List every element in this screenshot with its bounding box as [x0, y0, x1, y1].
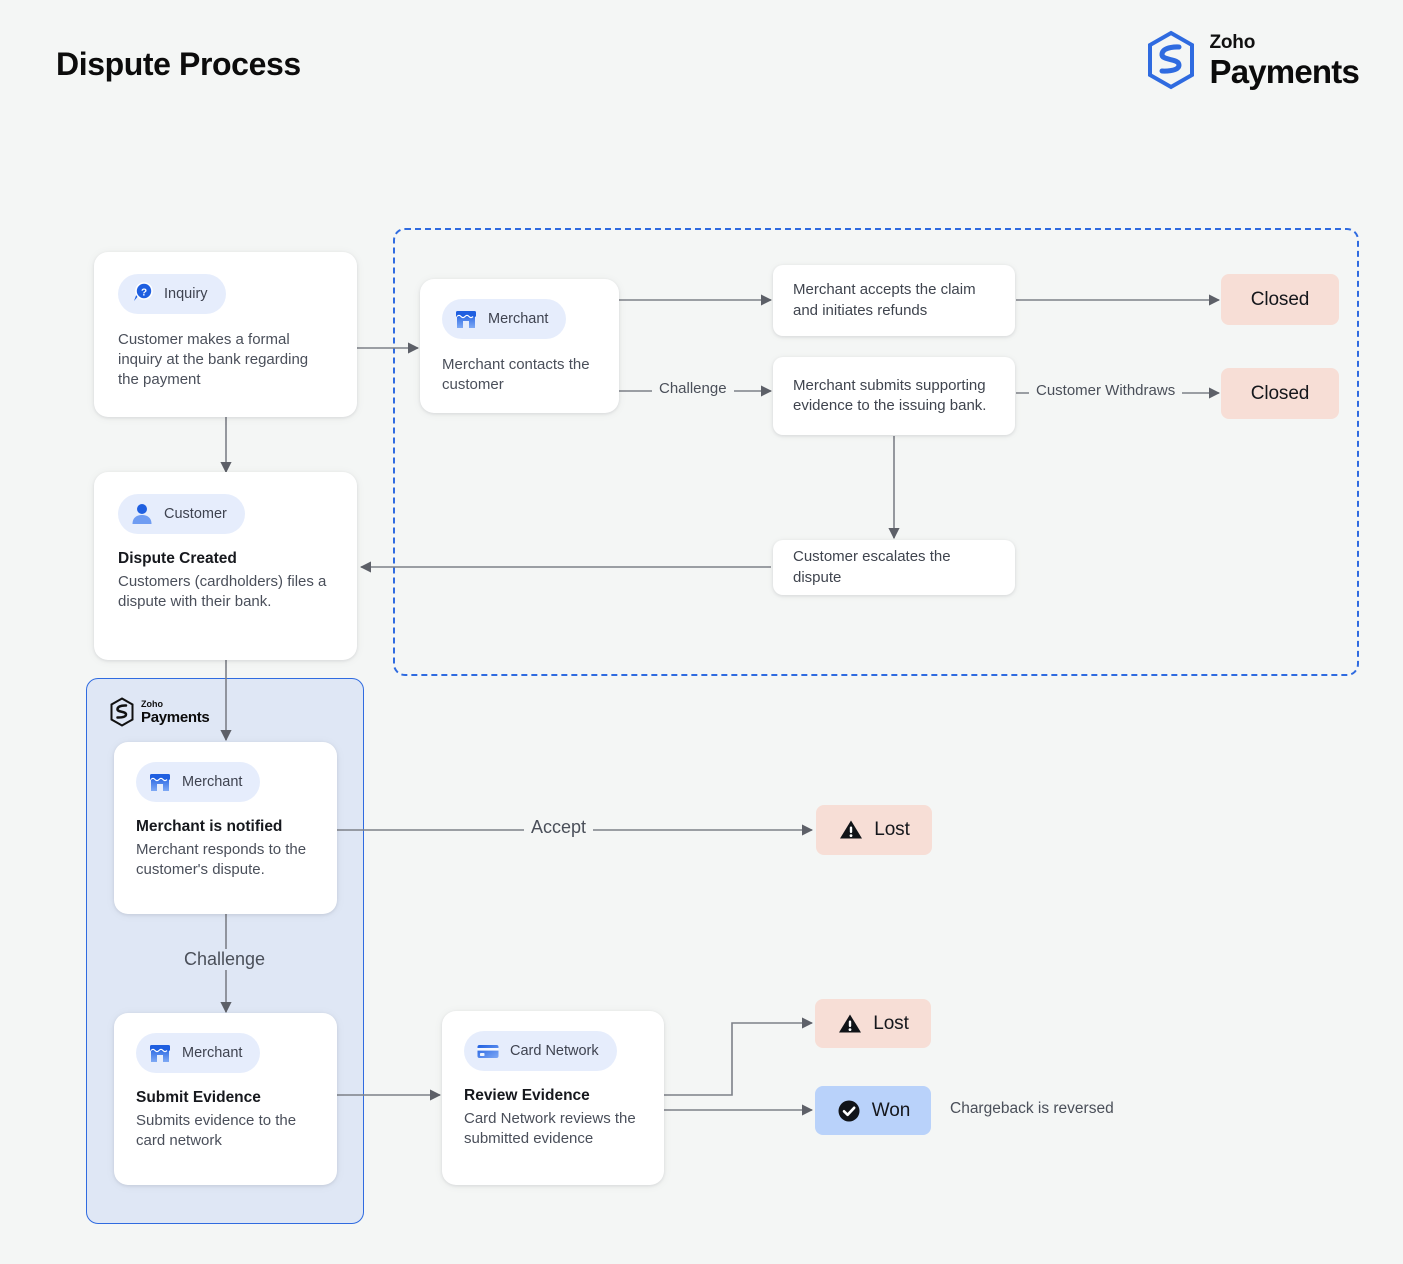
card-dispute-created-title: Dispute Created — [118, 550, 237, 567]
zoho-hexagon-icon-small — [110, 697, 134, 727]
warning-triangle-icon — [840, 820, 863, 839]
card-submit-evidence-desc: Submits evidence to the card network — [136, 1112, 297, 1149]
card-merchant-is-notified-title: Merchant is notified — [136, 818, 283, 835]
card-review-evidence-title: Review Evidence — [464, 1087, 590, 1104]
status-badge-lost-review[interactable]: Lost — [815, 999, 931, 1048]
card-merchant-contacts[interactable]: Merchant Merchant contacts the customer — [420, 279, 619, 413]
inquiry-magnifier-icon: ? — [134, 282, 153, 301]
chip-merchant-notified-label: Merchant — [182, 774, 243, 790]
card-customer-escalates[interactable]: Customer escalates the dispute — [773, 540, 1015, 595]
card-inquiry-desc: Customer makes a formal inquiry at the b… — [118, 331, 309, 388]
customer-person-icon — [132, 504, 152, 524]
card-dispute-created-desc: Customers (cardholders) files a dispute … — [118, 573, 327, 610]
merchant-store-icon — [150, 1045, 170, 1062]
status-badge-lost-accept[interactable]: Lost — [816, 805, 932, 855]
check-circle-icon — [838, 1100, 860, 1121]
card-submit-evidence[interactable]: Merchant Submit Evidence Submits evidenc… — [114, 1013, 337, 1185]
merchant-store-icon — [456, 311, 476, 328]
chip-merchant-contacts: Merchant — [442, 299, 567, 339]
card-review-evidence-desc: Card Network reviews the submitted evide… — [464, 1110, 636, 1147]
zoho-payments-region-logo: Zoho Payments — [109, 697, 210, 727]
chip-inquiry: ? Inquiry — [118, 274, 226, 314]
card-merchant-contacts-desc: Merchant contacts the customer — [442, 356, 590, 393]
card-merchant-accepts-claim[interactable]: Merchant accepts the claim and initiates… — [773, 265, 1015, 336]
chip-customer: Customer — [118, 494, 245, 534]
edge-label-challenge-top: Challenge — [652, 380, 734, 397]
svg-text:?: ? — [141, 288, 147, 299]
card-merchant-is-notified-desc: Merchant responds to the customer's disp… — [136, 841, 307, 878]
card-network-icon — [477, 1045, 499, 1058]
status-badge-closed-top-label: Closed — [1250, 288, 1310, 310]
brand-payments-text: Payments — [1209, 52, 1359, 90]
region-brand-payments-text: Payments — [141, 708, 210, 726]
edge-label-accept: Accept — [524, 817, 594, 838]
chip-merchant-submit-label: Merchant — [182, 1045, 243, 1061]
chip-card-network: Card Network — [464, 1031, 617, 1071]
merchant-store-icon — [150, 774, 170, 791]
brand-zoho-text: Zoho — [1209, 31, 1256, 53]
chip-inquiry-label: Inquiry — [164, 286, 208, 302]
chip-customer-label: Customer — [164, 506, 227, 522]
page-title: Dispute Process — [56, 46, 301, 82]
card-merchant-accepts-claim-text: Merchant accepts the claim and initiates… — [793, 281, 976, 319]
region-brand-zoho-text: Zoho — [141, 698, 163, 709]
card-inquiry[interactable]: ? Inquiry Customer makes a formal inquir… — [94, 252, 357, 417]
chip-card-network-label: Card Network — [510, 1043, 599, 1059]
status-badge-lost-accept-label: Lost — [874, 819, 910, 840]
edge-label-challenge-bottom: Challenge — [177, 949, 273, 970]
note-chargeback-reversed: Chargeback is reversed — [950, 1100, 1114, 1117]
card-merchant-submits-evidence-bank-text: Merchant submits supporting evidence to … — [793, 376, 987, 414]
chip-merchant-contacts-label: Merchant — [488, 311, 549, 327]
card-customer-escalates-text: Customer escalates the dispute — [793, 548, 951, 586]
status-badge-won-label: Won — [871, 1099, 911, 1121]
status-badge-won[interactable]: Won — [815, 1086, 931, 1135]
edge-label-customer-withdraws: Customer Withdraws — [1029, 382, 1183, 399]
bank-inquiry-region — [393, 228, 1359, 676]
card-merchant-submits-evidence-bank[interactable]: Merchant submits supporting evidence to … — [773, 357, 1015, 435]
status-badge-closed-bottom[interactable]: Closed — [1221, 368, 1339, 419]
zoho-payments-logo: Zoho Payments — [1145, 30, 1360, 90]
chip-merchant-notified: Merchant — [136, 762, 261, 802]
card-merchant-is-notified[interactable]: Merchant Merchant is notified Merchant r… — [114, 742, 337, 914]
chip-merchant-submit: Merchant — [136, 1033, 261, 1073]
warning-triangle-icon — [839, 1014, 862, 1032]
status-badge-closed-top[interactable]: Closed — [1221, 274, 1339, 325]
card-submit-evidence-title: Submit Evidence — [136, 1089, 261, 1106]
status-badge-closed-bottom-label: Closed — [1250, 382, 1310, 404]
card-dispute-created[interactable]: Customer Dispute Created Customers (card… — [94, 472, 357, 660]
zoho-hexagon-icon — [1148, 30, 1195, 90]
card-review-evidence[interactable]: Card Network Review Evidence Card Networ… — [442, 1011, 664, 1185]
status-badge-lost-review-label: Lost — [873, 1012, 909, 1034]
